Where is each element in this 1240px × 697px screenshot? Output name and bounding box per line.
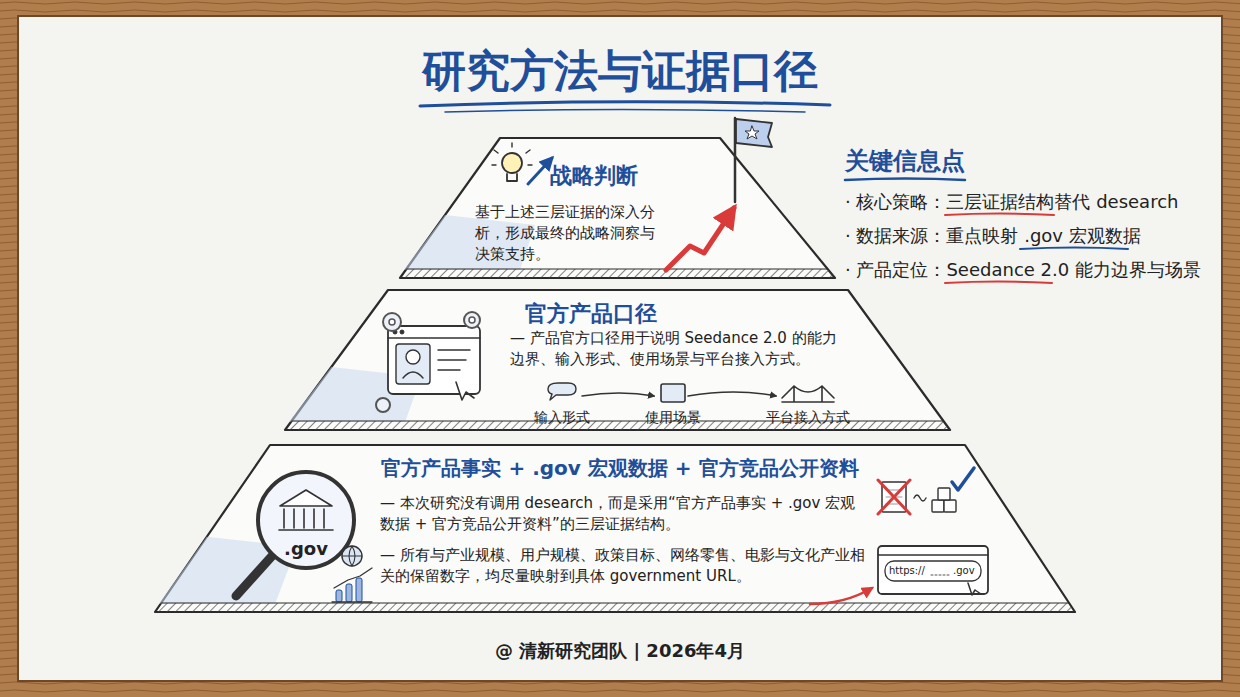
- flag-pole: [734, 118, 737, 202]
- avatar-icon: [406, 350, 420, 364]
- pyramid-band: 战略判断基于上述三层证据的深入分析，形成最终的战略洞察与决策支持。: [400, 138, 835, 278]
- chart-bar: [336, 590, 342, 602]
- globe-icon: [342, 546, 362, 566]
- title-underline: [445, 110, 805, 113]
- url-window-bar: [878, 554, 988, 555]
- connector-squiggle: [914, 495, 926, 501]
- band-outline: [285, 290, 950, 430]
- band-outline: [155, 445, 1075, 612]
- key-point: · 产品定位：Seedance 2.0 能力边界与场景: [845, 258, 1201, 281]
- title: 研究方法与证据口径: [0, 42, 1240, 101]
- hatch-strip: [155, 603, 1075, 612]
- icon-label: .gov: [284, 537, 328, 560]
- rising-arrow: [666, 208, 734, 270]
- band-heading: 战略判断: [550, 162, 700, 191]
- avatar-icon: [403, 372, 423, 378]
- band-outline: [400, 138, 835, 278]
- pointer-hand: [456, 382, 474, 400]
- magnifier-icon: [258, 472, 354, 568]
- check-mark: [952, 468, 974, 490]
- building-columns: [279, 509, 333, 530]
- flag-star: [745, 126, 759, 139]
- flow-label: 平台接入方式: [766, 408, 850, 426]
- panel-heading: 关键信息点: [845, 146, 965, 177]
- building-roof: [280, 490, 332, 506]
- tablet-icon: [661, 384, 685, 402]
- document-icon: [882, 482, 906, 512]
- caption: @ 清新研究团队 | 2026年4月: [0, 639, 1240, 663]
- magnifier-handle: [236, 556, 272, 596]
- url-text: https://: [889, 564, 925, 577]
- lightbulb-rays: [492, 143, 532, 165]
- band-heading: 官方产品事实 + .gov 宏观数据 + 官方竞品公开资料: [320, 455, 920, 481]
- hatch-strip: [400, 269, 835, 278]
- url-field: [885, 561, 981, 581]
- board: [18, 16, 1222, 681]
- gear-hub: [389, 319, 395, 325]
- chart-bar: [356, 578, 362, 602]
- band-heading: 官方产品口径: [525, 300, 725, 329]
- band-body: — 本次研究没有调用 desearch，而是采用“官方产品事实 + .gov 宏…: [380, 493, 870, 535]
- flow-label: 使用场景: [645, 408, 701, 426]
- url-dash: [931, 575, 950, 576]
- shading: [289, 367, 421, 422]
- band-body: 基于上述三层证据的深入分析，形成最终的战略洞察与决策支持。: [475, 202, 657, 265]
- flow-label: 输入形式: [534, 408, 590, 426]
- heading-underline: [845, 179, 965, 181]
- cross-mark: [878, 480, 910, 514]
- gear-icon: [376, 398, 390, 412]
- chart-bar: [346, 584, 352, 602]
- pointer-arrow: [810, 588, 872, 604]
- cube-icon: [932, 500, 944, 512]
- highlight-underline: [1020, 248, 1128, 250]
- bridge-icon: [782, 386, 834, 402]
- shading: [159, 537, 297, 604]
- flag-icon: [736, 119, 772, 147]
- url-window: [878, 546, 988, 594]
- highlight-underline: [945, 282, 1052, 284]
- growth-arrow-icon: [528, 158, 552, 184]
- browser-bar: [388, 337, 480, 339]
- title-underline: [420, 102, 830, 106]
- browser-icon: [388, 326, 480, 394]
- highlight-underline: [945, 214, 1054, 216]
- flow-arrow: [582, 393, 654, 396]
- pyramid-band: 官方产品口径— 产品官方口径用于说明 Seedance 2.0 的能力边界、输入…: [285, 290, 950, 430]
- url-text: .gov: [953, 564, 975, 577]
- key-point: · 核心策略：三层证据结构替代 desearch: [845, 190, 1178, 213]
- chart-axis: [332, 568, 372, 602]
- document-lines: [886, 490, 902, 504]
- text-lines: [438, 350, 470, 370]
- chat-icon: [548, 383, 576, 400]
- band-body: — 所有与产业规模、用户规模、政策目标、网络零售、电影与文化产业相关的保留数字，…: [380, 545, 870, 587]
- gear-icon: [464, 312, 480, 328]
- hatch-strip: [285, 421, 950, 430]
- lightbulb-icon: [507, 174, 517, 181]
- lightbulb-icon: [502, 153, 522, 173]
- band-body: — 产品官方口径用于说明 Seedance 2.0 的能力边界、输入形式、使用场…: [510, 328, 845, 370]
- flow-arrow: [688, 392, 776, 396]
- cube-icon: [944, 500, 956, 512]
- gear-hub: [469, 317, 475, 323]
- key-point: · 数据来源：重点映射 .gov 宏观数据: [845, 224, 1141, 247]
- globe-lines: [342, 546, 362, 566]
- gear-icon: [383, 313, 401, 331]
- cursor-icon: [968, 583, 981, 595]
- browser-dot: [393, 330, 397, 334]
- profile-card: [396, 344, 430, 384]
- browser-dot: [400, 330, 404, 334]
- pyramid-band: 官方产品事实 + .gov 宏观数据 + 官方竞品公开资料 — 本次研究没有调用 …: [155, 445, 1075, 612]
- cube-icon: [938, 488, 950, 500]
